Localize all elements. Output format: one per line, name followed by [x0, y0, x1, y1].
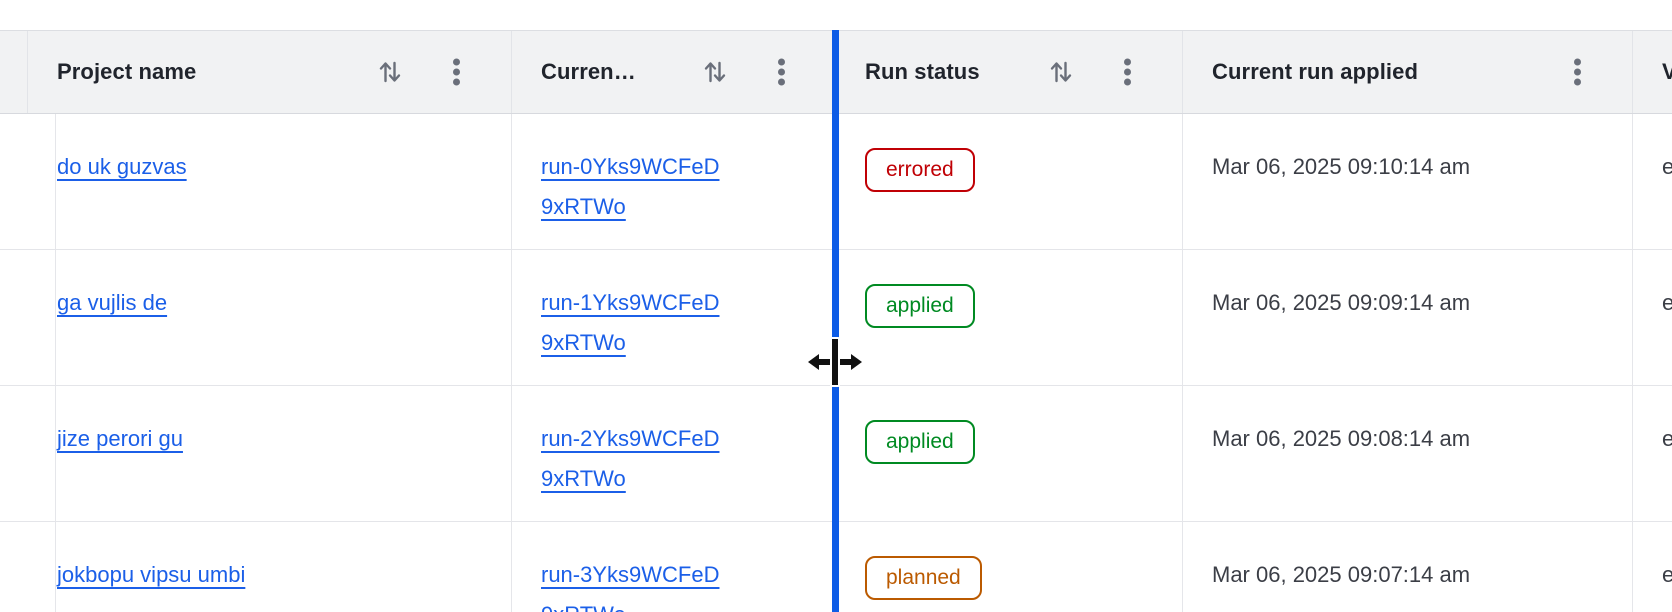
clipped-cell: e: [1633, 114, 1672, 249]
row-stub-cell: [0, 114, 56, 249]
sort-button-project-name[interactable]: [378, 58, 402, 86]
status-badge: planned: [865, 556, 982, 600]
run-status-cell: applied: [836, 386, 1183, 521]
run-id-link[interactable]: run-3Yks9WCFeD9xRTWo: [541, 562, 720, 612]
current-run-cell: run-3Yks9WCFeD9xRTWo: [512, 522, 836, 612]
project-link[interactable]: ga vujlis de: [57, 290, 168, 315]
applied-timestamp: Mar 06, 2025 09:09:14 am: [1212, 290, 1471, 315]
run-status-cell: applied: [836, 250, 1183, 385]
clipped-cell: e: [1633, 522, 1672, 612]
current-run-applied-cell: Mar 06, 2025 09:09:14 am: [1183, 250, 1633, 385]
project-name-cell: ga vujlis de: [28, 250, 512, 385]
swap-vertical-arrows-icon: [379, 61, 401, 83]
column-menu-button-project-name[interactable]: [449, 57, 463, 88]
clipped-cell-text: e: [1662, 290, 1672, 315]
sort-button-current-run[interactable]: [703, 58, 727, 86]
header-cell-project-name: Project name: [28, 31, 512, 113]
run-status-cell: planned: [836, 522, 1183, 612]
kebab-menu-icon: [1573, 58, 1581, 66]
current-run-applied-cell: Mar 06, 2025 09:10:14 am: [1183, 114, 1633, 249]
swap-vertical-arrows-icon: [1050, 61, 1072, 83]
applied-timestamp: Mar 06, 2025 09:08:14 am: [1212, 426, 1471, 451]
clipped-cell-text: e: [1662, 426, 1672, 451]
project-link[interactable]: do uk guzvas: [57, 154, 187, 179]
clipped-cell: e: [1633, 386, 1672, 521]
column-label-clipped: V: [1662, 59, 1672, 84]
row-stub-cell: [0, 386, 56, 521]
header-cell-run-status: Run status: [836, 31, 1183, 113]
column-menu-button-run-status[interactable]: [1120, 57, 1134, 88]
clipped-cell-text: e: [1662, 562, 1672, 587]
status-badge: applied: [865, 420, 975, 464]
project-link[interactable]: jize perori gu: [57, 426, 183, 451]
row-stub-cell: [0, 522, 56, 612]
project-link[interactable]: jokbopu vipsu umbi: [57, 562, 246, 587]
clipped-cell: e: [1633, 250, 1672, 385]
header-cell-clipped-column: V: [1633, 31, 1672, 113]
kebab-menu-icon: [1123, 58, 1131, 66]
current-run-applied-cell: Mar 06, 2025 09:07:14 am: [1183, 522, 1633, 612]
run-status-cell: errored: [836, 114, 1183, 249]
project-name-cell: jize perori gu: [28, 386, 512, 521]
header-cell-stub: [0, 31, 28, 113]
kebab-menu-icon: [452, 58, 460, 66]
clipped-cell-text: e: [1662, 154, 1672, 179]
project-name-cell: do uk guzvas: [28, 114, 512, 249]
status-badge: errored: [865, 148, 975, 192]
current-run-applied-cell: Mar 06, 2025 09:08:14 am: [1183, 386, 1633, 521]
column-resize-indicator[interactable]: [832, 30, 839, 612]
header-cell-current-run-applied: Current run applied: [1183, 31, 1633, 113]
column-menu-button-current-run[interactable]: [774, 57, 788, 88]
header-cell-current-run: Curren…: [512, 31, 836, 113]
column-label-current-run-applied: Current run applied: [1212, 59, 1419, 84]
project-name-cell: jokbopu vipsu umbi: [28, 522, 512, 612]
status-badge: applied: [865, 284, 975, 328]
kebab-menu-icon: [777, 58, 785, 66]
applied-timestamp: Mar 06, 2025 09:10:14 am: [1212, 154, 1471, 179]
row-stub-cell: [0, 250, 56, 385]
applied-timestamp: Mar 06, 2025 09:07:14 am: [1212, 562, 1471, 587]
column-label-current-run: Curren…: [541, 59, 636, 84]
column-label-run-status: Run status: [865, 59, 980, 84]
column-menu-button-current-run-applied[interactable]: [1570, 57, 1584, 88]
column-label-project-name: Project name: [57, 59, 197, 84]
sort-button-run-status[interactable]: [1049, 58, 1073, 86]
swap-vertical-arrows-icon: [704, 61, 726, 83]
